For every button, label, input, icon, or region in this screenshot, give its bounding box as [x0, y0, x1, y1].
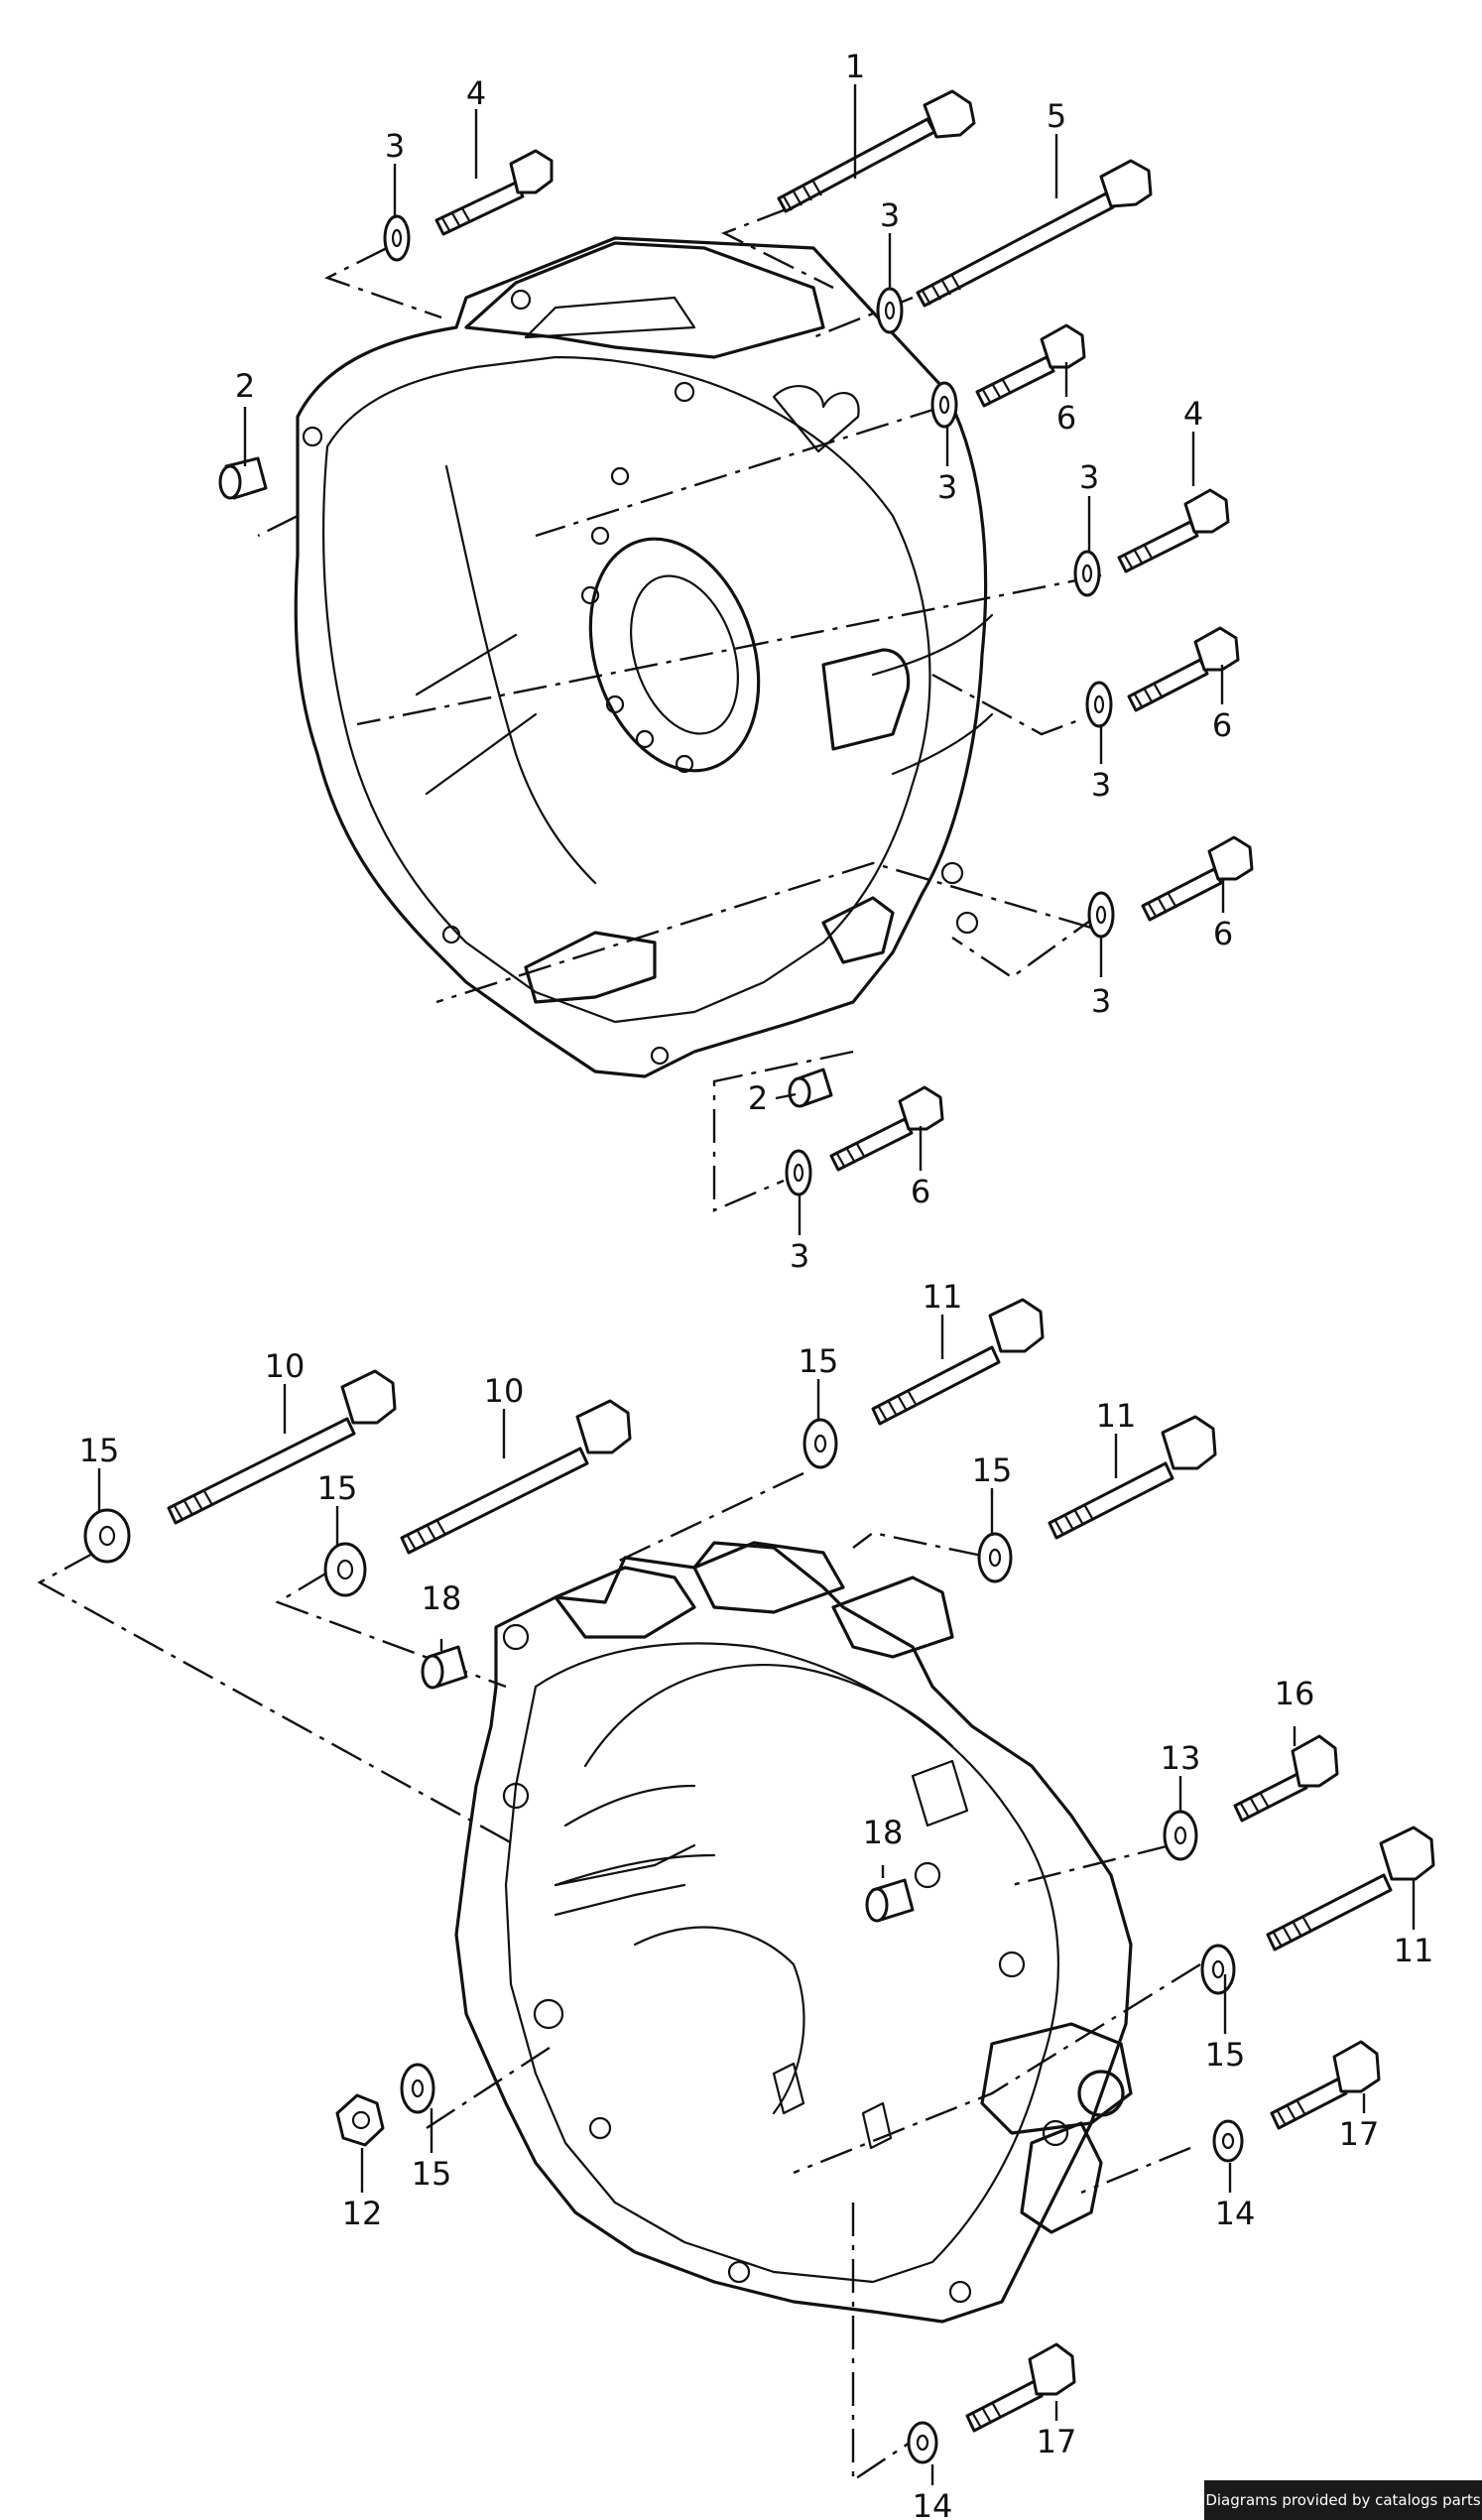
part-11-bolt-second [1048, 1415, 1217, 1540]
upper-housing [294, 236, 994, 1078]
callout-3: 3 [1079, 458, 1099, 496]
lower-callout-lines [97, 1315, 1416, 2485]
part-11-bolt-top [871, 1298, 1045, 1426]
part-2-sleeve-lower [788, 1068, 833, 1108]
callout-11: 11 [1096, 1397, 1137, 1435]
callout-2: 2 [748, 1079, 768, 1117]
callout-15: 15 [79, 1432, 120, 1469]
lower-leader-lines [37, 1471, 1201, 2483]
callout-14: 14 [913, 2487, 953, 2520]
part-11-bolt-third [1266, 1826, 1435, 1952]
callout-12: 12 [342, 2195, 383, 2232]
callout-15: 15 [1205, 2036, 1246, 2074]
callout-3: 3 [880, 196, 900, 234]
callout-6: 6 [911, 1173, 930, 1210]
part-18-sleeves [421, 1645, 915, 1923]
callout-3: 3 [790, 1237, 809, 1275]
part-6-bolt-d [829, 1085, 944, 1172]
callout-10: 10 [265, 1347, 306, 1385]
callout-14: 14 [1215, 2195, 1256, 2232]
part-1-long-bolt [777, 89, 976, 213]
callout-11: 11 [923, 1278, 963, 1316]
callout-15: 15 [412, 2155, 452, 2193]
callout-18: 18 [863, 1814, 904, 1851]
credit-badge: Diagrams provided by catalogs parts [1204, 2480, 1482, 2520]
part-4-bolt-upper [434, 149, 554, 236]
callout-4: 4 [466, 74, 486, 112]
lower-callout-labels: 10 10 11 11 11 15 15 15 15 15 15 12 13 1… [79, 1278, 1434, 2520]
part-16-bolt [1233, 1734, 1339, 1823]
part-10-bolt-middle [400, 1399, 632, 1555]
part-17-bolt-lower [965, 2342, 1076, 2433]
part-3-washers-upper [383, 214, 1115, 1197]
callout-13: 13 [1161, 1739, 1201, 1777]
part-12-nut [335, 2093, 385, 2147]
callout-17: 17 [1037, 2423, 1077, 2460]
callout-2: 2 [235, 367, 255, 405]
upper-callout-labels: 1 2 3 4 5 3 6 3 3 4 3 6 3 6 2 6 3 [235, 48, 1233, 1275]
part-17-bolt-upper [1270, 2040, 1381, 2130]
part-5-long-bolt [916, 159, 1153, 308]
part-4-bolt-right [1117, 488, 1230, 573]
callout-3: 3 [385, 127, 405, 165]
callout-11: 11 [1394, 1932, 1434, 1969]
callout-4: 4 [1183, 395, 1203, 433]
lower-housing [454, 1541, 1133, 2324]
callout-18: 18 [422, 1579, 462, 1617]
callout-15: 15 [317, 1469, 358, 1507]
callout-16: 16 [1275, 1675, 1315, 1712]
callout-10: 10 [484, 1372, 525, 1410]
callout-3: 3 [937, 468, 957, 506]
part-2-sleeve-upper [218, 456, 268, 500]
callout-3: 3 [1091, 766, 1111, 804]
callout-6: 6 [1056, 399, 1076, 437]
callout-17: 17 [1339, 2115, 1380, 2153]
part-6-bolt-c [1141, 835, 1254, 922]
callout-6: 6 [1212, 706, 1232, 744]
callout-15: 15 [799, 1342, 839, 1380]
upper-callout-lines [243, 84, 1225, 1235]
part-6-bolt-a [975, 323, 1086, 408]
callout-15: 15 [972, 1451, 1013, 1489]
callout-3: 3 [1091, 982, 1111, 1020]
part-10-bolt-left [167, 1369, 397, 1525]
part-6-bolt-b [1127, 626, 1240, 712]
callout-5: 5 [1047, 97, 1066, 135]
callout-1: 1 [845, 48, 865, 85]
callout-6: 6 [1213, 915, 1233, 952]
